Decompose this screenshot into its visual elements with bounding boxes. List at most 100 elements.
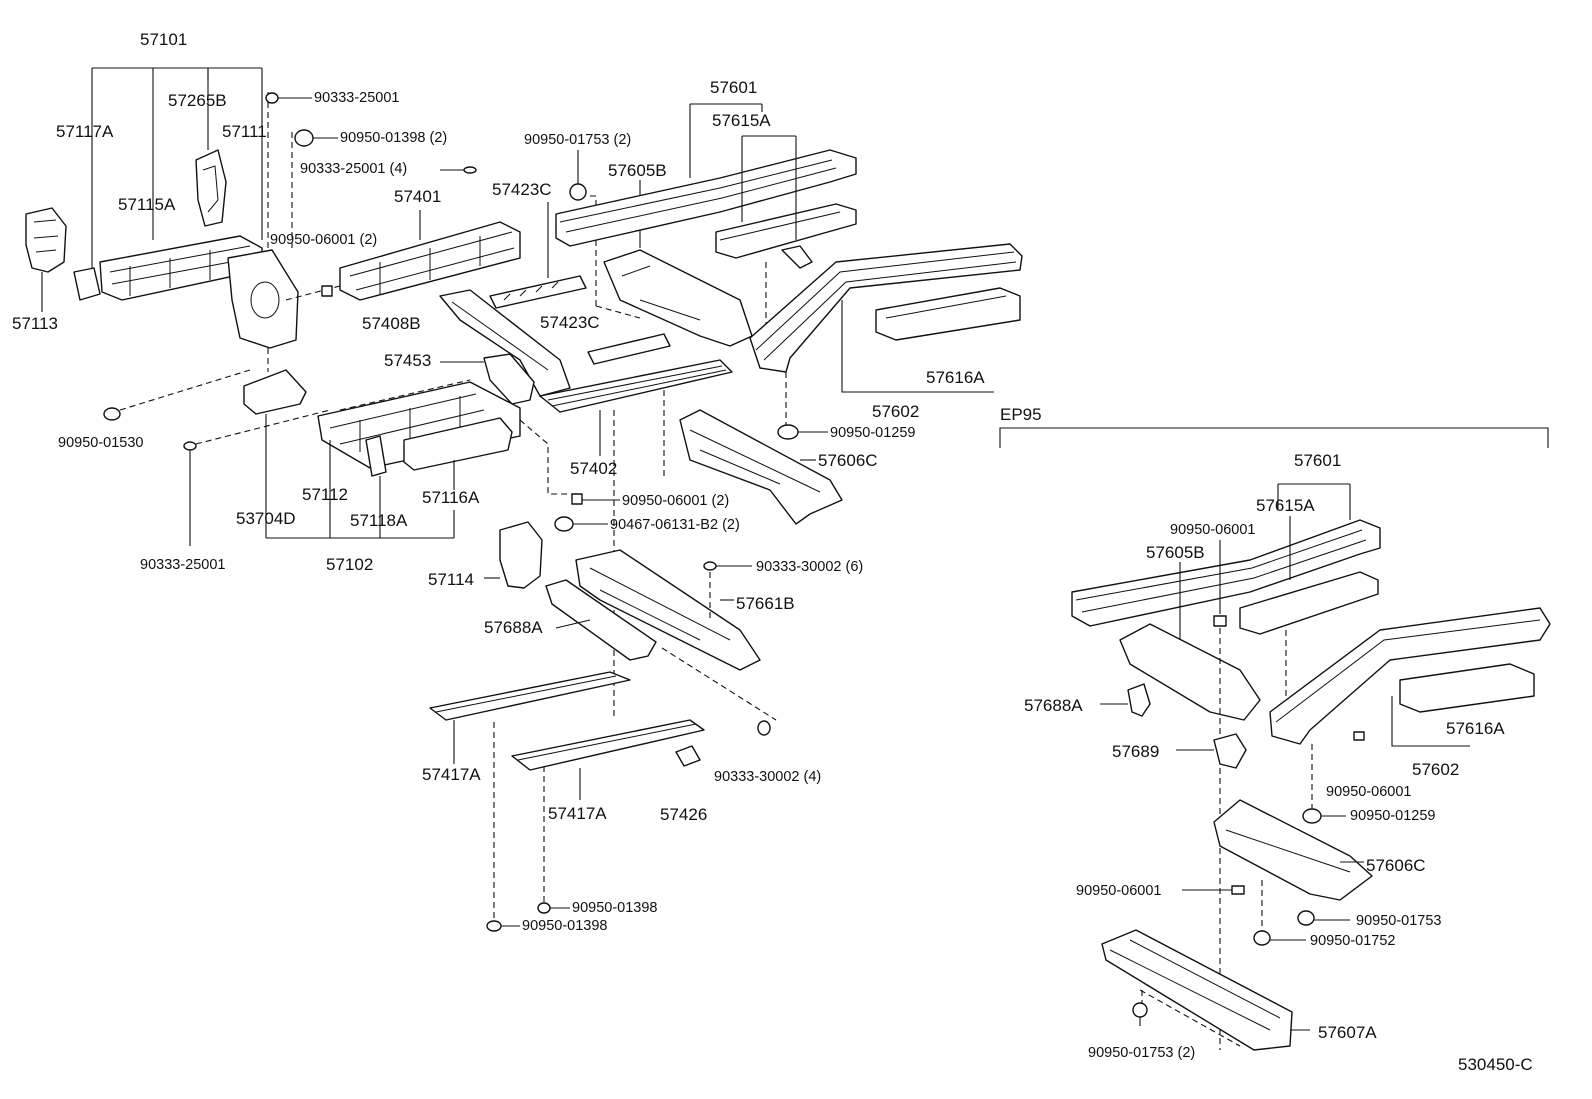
part-57606C [679, 409, 843, 525]
label-57423C-lower: 57423C [540, 313, 600, 332]
ep95-label-90950-01259: 90950-01259 [1350, 808, 1436, 824]
ep95-part-57616A [1399, 663, 1535, 713]
part-57615A [715, 135, 857, 259]
label-53704D: 53704D [236, 509, 296, 528]
label-57265B: 57265B [168, 91, 227, 110]
part-57117A [73, 267, 101, 301]
fastener-icon [569, 150, 587, 201]
ep95-part-57602 [1269, 607, 1551, 747]
label-57616A: 57616A [926, 368, 985, 387]
fastener-icon [183, 441, 197, 546]
label-57601: 57601 [710, 78, 758, 97]
label-57453: 57453 [384, 351, 432, 370]
ep95-part-57615A [1239, 516, 1379, 635]
fastener-icon [1213, 540, 1227, 627]
label-90950-01398-2: 90950-01398 (2) [340, 130, 448, 146]
ep95-part-57607A [1101, 929, 1310, 1051]
label-57661B: 57661B [736, 594, 795, 613]
label-90333-25001: 90333-25001 [314, 90, 400, 106]
part-57111 [227, 249, 299, 349]
ep95-part-57688A [1100, 683, 1151, 717]
part-57116A [403, 417, 513, 490]
ep95-label-90950-06001-a: 90950-06001 [1170, 522, 1256, 538]
bracket-57101 [91, 67, 263, 268]
part-57426 [675, 745, 701, 767]
label-57118A: 57118A [350, 511, 408, 530]
fastener-icon [554, 516, 608, 532]
fastener-icon [440, 166, 477, 174]
part-57417A-upper [429, 671, 631, 764]
ep95-label-57606C: 57606C [1366, 856, 1426, 875]
ep95-label-57615A: 57615A [1256, 496, 1315, 515]
fastener-icon [1253, 930, 1306, 946]
ep95-part-57601 [1071, 483, 1381, 627]
label-57606C: 57606C [818, 451, 878, 470]
part-57423C-lower [587, 333, 671, 365]
fastener-icon [265, 92, 312, 104]
label-90950-06001-2: 90950-06001 (2) [270, 232, 378, 248]
ep95-label-90950-06001-c: 90950-06001 [1076, 883, 1162, 899]
label-57114: 57114 [428, 570, 475, 589]
ep95-part-57606C [1213, 799, 1373, 901]
part-57408B [439, 289, 571, 397]
fastener-icon [486, 920, 520, 932]
ep95-label-57688A: 57688A [1024, 696, 1083, 715]
label-57112: 57112 [302, 485, 349, 504]
ep95-label-90950-01753: 90950-01753 [1356, 913, 1442, 929]
label-57111: 57111 [222, 122, 267, 141]
fastener-icon [1132, 1002, 1148, 1026]
part-57113 [25, 207, 67, 312]
fastener-icon [294, 129, 338, 147]
label-57615A: 57615A [712, 111, 771, 130]
bracket-57102 [265, 510, 455, 539]
ep95-bracket [999, 427, 1549, 448]
fastener-icon [537, 902, 570, 914]
label-90333-30002-6: 90333-30002 (6) [756, 559, 864, 575]
part-57417A-lower [511, 719, 705, 800]
part-53704D [243, 369, 307, 512]
fastener-icon [1297, 910, 1350, 926]
label-90950-01753-2: 90950-01753 (2) [524, 132, 632, 148]
fastener-icon [1182, 885, 1245, 895]
part-57453 [440, 353, 535, 405]
sheet-code: 530450-C [1458, 1055, 1533, 1074]
label-90467-06131-B2: 90467-06131-B2 (2) [610, 517, 740, 533]
part-57688A [545, 579, 657, 661]
fastener-icon [703, 561, 752, 571]
label-57402: 57402 [570, 459, 618, 478]
ep95-part-57689 [1176, 733, 1247, 769]
label-57117A: 57117A [56, 122, 114, 141]
part-57402 [539, 359, 733, 456]
part-57114 [484, 521, 543, 589]
label-57417A-upper: 57417A [422, 765, 481, 784]
ep95-label-90950-01753-2: 90950-01753 (2) [1088, 1045, 1196, 1061]
part-57602 [749, 243, 1023, 393]
part-57423C-upper [489, 202, 587, 309]
fastener-icon [103, 407, 121, 421]
label-57116A: 57116A [422, 488, 480, 507]
ep95-label-57616A: 57616A [1446, 719, 1505, 738]
label-57426: 57426 [660, 805, 708, 824]
part-57616A [875, 287, 1021, 341]
part-57601 [555, 103, 857, 247]
fastener-icon [1302, 808, 1346, 824]
part-57118A [365, 435, 387, 512]
ep95-label-57605B: 57605B [1146, 543, 1205, 562]
label-90333-30002-4: 90333-30002 (4) [714, 769, 822, 785]
label-57605B: 57605B [608, 161, 667, 180]
fastener-icon [571, 493, 620, 505]
ep95-part-57605B [1119, 562, 1261, 721]
label-90950-01398-a: 90950-01398 [572, 900, 658, 916]
label-57602: 57602 [872, 402, 920, 421]
label-90333-25001-b: 90333-25001 [140, 557, 226, 573]
fastener-icon [1353, 731, 1365, 741]
label-57115A: 57115A [118, 195, 176, 214]
part-57661B [575, 549, 761, 671]
label-90333-25001-4: 90333-25001 (4) [300, 161, 408, 177]
label-57417A-lower: 57417A [548, 804, 607, 823]
label-90950-01259: 90950-01259 [830, 425, 916, 441]
ep95-label-90950-06001-b: 90950-06001 [1326, 784, 1412, 800]
part-57605B [603, 180, 753, 347]
label-57113: 57113 [12, 314, 59, 333]
label-90950-01530: 90950-01530 [58, 435, 144, 451]
